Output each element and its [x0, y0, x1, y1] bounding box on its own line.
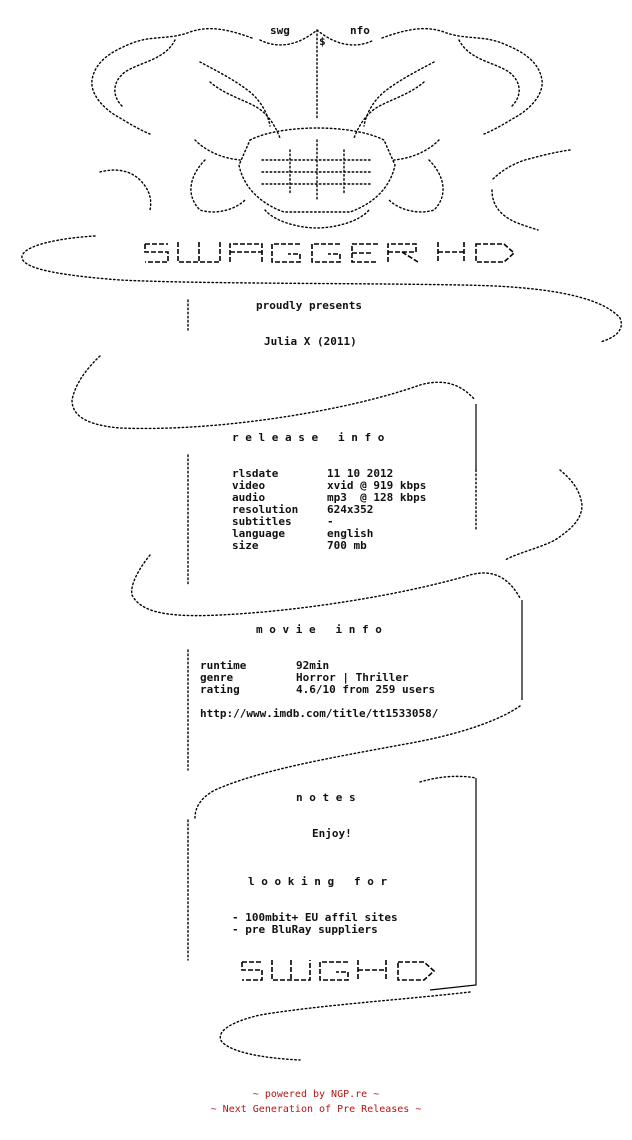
notes-heading: n o t e s	[296, 791, 356, 804]
footer-tagline: ~ Next Generation of Pre Releases ~	[210, 1104, 422, 1115]
resolution-key: resolution	[232, 503, 299, 516]
release-info-heading: r e l e a s e i n f o	[232, 431, 385, 444]
subtitles-key: subtitles	[232, 515, 292, 528]
audio-value: mp3 @ 128 kbps	[327, 491, 427, 504]
video-value: xvid @ 919 kbps	[327, 479, 427, 492]
looking-for-heading: l o o k i n g f o r	[248, 875, 388, 888]
swg-tag: swg	[270, 24, 290, 37]
movie-info-heading: m o v i e i n f o	[256, 623, 382, 636]
resolution-value: 624x352	[327, 503, 374, 516]
subtitles-value: -	[327, 515, 334, 528]
nfo-tag: nfo	[350, 24, 370, 37]
swghd-logo	[241, 960, 436, 981]
runtime-key: runtime	[200, 659, 247, 672]
imdb-link[interactable]: http://www.imdb.com/title/tt1533058/	[200, 707, 439, 720]
language-key: language	[232, 527, 285, 540]
release-title: Julia X (2011)	[264, 335, 357, 348]
looking-for-item: - pre BluRay suppliers	[232, 923, 378, 936]
swagger-hd-logo	[144, 242, 516, 263]
rlsdate-key: rlsdate	[232, 467, 279, 480]
size-key: size	[232, 539, 259, 552]
rlsdate-value: 11 10 2012	[327, 467, 394, 480]
genre-key: genre	[200, 671, 234, 684]
looking-for-item: - 100mbit+ EU affil sites	[232, 911, 398, 924]
language-value: english	[327, 527, 374, 540]
notes-message: Enjoy!	[312, 827, 352, 840]
audio-key: audio	[232, 491, 266, 504]
runtime-value: 92min	[296, 659, 330, 672]
footer-powered-by: ~ powered by NGP.re ~	[252, 1089, 380, 1100]
dollar-tag: $	[319, 35, 326, 48]
rating-key: rating	[200, 683, 240, 696]
presents-text: proudly presents	[256, 299, 362, 312]
genre-value: Horror | Thriller	[296, 671, 409, 684]
video-key: video	[232, 479, 266, 492]
rating-value: 4.6/10 from 259 users	[296, 683, 436, 696]
size-value: 700 mb	[327, 539, 367, 552]
